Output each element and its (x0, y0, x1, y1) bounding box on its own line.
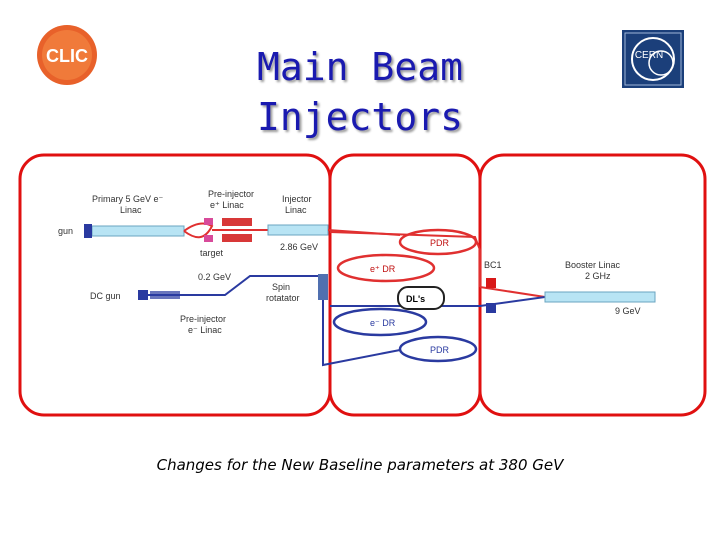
label-gun: gun (58, 226, 73, 236)
injector-linac (267, 224, 329, 236)
cern-logo-text: CERN (635, 50, 663, 61)
elec-line-to-bc1 (330, 296, 546, 307)
label-injector-linac-2: Linac (285, 205, 307, 215)
panel-middle (328, 153, 482, 417)
gun-marker (84, 224, 92, 238)
label-spin-rotator-2: rotatator (266, 293, 300, 303)
label-primary-linac-1: Primary 5 GeV e⁻ (92, 194, 164, 204)
primary-linac (91, 225, 185, 237)
label-bc1: BC1 (484, 260, 502, 270)
slide-caption: Changes for the New Baseline parameters … (156, 456, 564, 474)
elec-line-down (322, 300, 401, 367)
label-neg-dr: e⁻ DR (370, 318, 396, 328)
preinjector-pos-linac-2 (222, 234, 252, 242)
label-preinjector-neg-1: Pre-injector (180, 314, 226, 324)
preinjector-pos-linac (222, 218, 252, 226)
target-marker-2 (204, 235, 213, 242)
label-pdr-top: PDR (430, 238, 450, 248)
bc1-marker-red (486, 278, 496, 288)
label-dc-gun: DC gun (90, 291, 121, 301)
label-spin-rotator-1: Spin (272, 282, 290, 292)
dc-gun (138, 290, 148, 300)
pos-line-to-booster (479, 286, 546, 298)
label-booster-linac-1: Booster Linac (565, 260, 621, 270)
booster-linac (544, 291, 656, 303)
slide-title-line1: Main Beam (257, 45, 463, 89)
label-target: target (200, 248, 224, 258)
spin-rotator (318, 274, 328, 300)
pos-dr-ring (336, 253, 436, 283)
label-preinjector-pos-1: Pre-injector (208, 189, 254, 199)
label-energy-9: 9 GeV (615, 306, 641, 316)
label-dls: DL's (406, 294, 425, 304)
pdr-bottom-ring (398, 335, 478, 363)
clic-logo: CLIC (37, 25, 97, 85)
label-preinjector-pos-2: e⁺ Linac (210, 200, 244, 210)
injector-diagram: Primary 5 GeV e⁻ Linac Pre-injector e⁺ L… (18, 153, 707, 417)
label-preinjector-neg-2: e⁻ Linac (188, 325, 222, 335)
label-injector-linac-1: Injector (282, 194, 312, 204)
slide-title-line2: Injectors (257, 95, 463, 139)
pos-line-to-bc1 (329, 231, 481, 287)
dls-box (397, 286, 445, 310)
preinjector-neg-linac (150, 291, 180, 299)
label-pdr-bottom: PDR (430, 345, 450, 355)
target-marker-1 (204, 218, 213, 225)
elec-line-dcgun (140, 275, 320, 296)
target-loop (183, 222, 214, 239)
label-energy-02: 0.2 GeV (198, 272, 231, 282)
label-energy-286: 2.86 GeV (280, 242, 318, 252)
cern-logo: CERN (622, 30, 684, 88)
clic-logo-text: CLIC (46, 46, 88, 66)
label-pos-dr: e⁺ DR (370, 264, 396, 274)
bc1-marker-blue (486, 303, 496, 313)
elec-dr-ring (332, 307, 428, 337)
label-booster-linac-2: 2 GHz (585, 271, 611, 281)
label-primary-linac-2: Linac (120, 205, 142, 215)
panel-right (478, 153, 707, 417)
